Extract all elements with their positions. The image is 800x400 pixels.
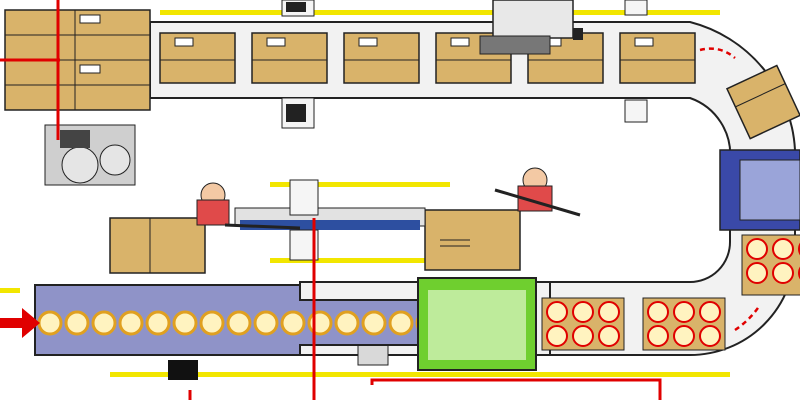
can xyxy=(91,310,117,336)
can xyxy=(64,310,90,336)
tray-can xyxy=(598,325,620,347)
shrink-tunnel-icon xyxy=(417,277,537,371)
packing-table-icon xyxy=(109,209,521,274)
tray-can xyxy=(699,325,721,347)
can xyxy=(118,310,144,336)
tray-can xyxy=(772,262,794,284)
tray-can xyxy=(647,325,669,347)
tray xyxy=(741,234,800,296)
tray-can xyxy=(546,325,568,347)
can xyxy=(280,310,306,336)
carton xyxy=(619,32,696,84)
film-wrap-station-icon xyxy=(719,149,800,231)
worker-icon xyxy=(196,182,301,230)
tray-can xyxy=(673,325,695,347)
tray-can xyxy=(572,325,594,347)
flow-direction-arrow-icon xyxy=(0,47,762,338)
tray-can xyxy=(598,301,620,323)
tray-can xyxy=(546,301,568,323)
label-printer-icon xyxy=(479,0,583,55)
tray-can xyxy=(746,238,768,260)
tray-can xyxy=(772,238,794,260)
can xyxy=(388,310,414,336)
top-conveyor-cartons xyxy=(159,32,696,84)
can xyxy=(199,310,225,336)
labeling-machine-icon xyxy=(44,124,136,186)
safety-lines xyxy=(0,10,730,377)
tray-can xyxy=(647,301,669,323)
tray xyxy=(642,297,726,351)
carton xyxy=(159,32,236,84)
tray xyxy=(541,297,625,351)
can xyxy=(37,310,63,336)
tilted-carton-icon xyxy=(725,64,800,140)
can xyxy=(334,310,360,336)
can xyxy=(307,310,333,336)
tray-of-cans-icon xyxy=(541,234,800,351)
tray-can xyxy=(673,301,695,323)
tray-can xyxy=(746,262,768,284)
can xyxy=(361,310,387,336)
carton xyxy=(343,32,420,84)
can xyxy=(226,310,252,336)
tray-can xyxy=(572,301,594,323)
can xyxy=(145,310,171,336)
carton xyxy=(251,32,328,84)
tray-can xyxy=(699,301,721,323)
can xyxy=(253,310,279,336)
roller-guide-icon xyxy=(234,179,426,261)
photo-eye-sensor-icon xyxy=(168,0,648,380)
can xyxy=(172,310,198,336)
worker-icon-2 xyxy=(494,167,581,217)
signal-wires xyxy=(0,0,662,400)
